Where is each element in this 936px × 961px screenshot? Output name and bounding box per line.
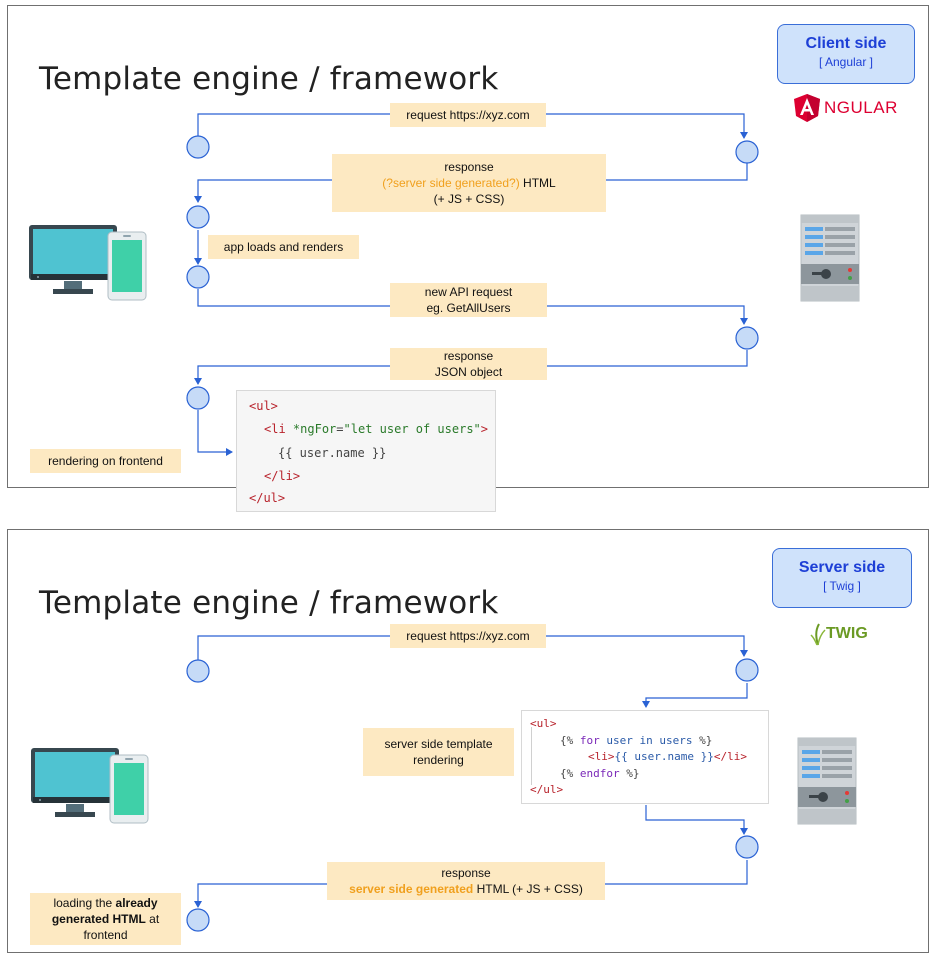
- api-example-text: eg. GetAllUsers: [426, 301, 511, 315]
- angular-code-snippet: <ul> <li *ngFor="let user of users"> {{ …: [236, 390, 496, 512]
- page-title: Template engine / framework: [39, 61, 499, 97]
- app-loads-text: app loads and renders: [223, 240, 344, 254]
- smartphone-icon: [109, 754, 149, 824]
- loading-line-3: frontend: [83, 928, 128, 942]
- ssr-text: server side template: [384, 737, 493, 751]
- request-label: request https://xyz.com: [390, 103, 546, 127]
- response-html-label: response (?server side generated?) HTML …: [332, 154, 606, 212]
- flow-node: [186, 135, 210, 159]
- code-indent-guide: [531, 727, 532, 785]
- code-line: <ul>: [530, 717, 557, 730]
- code-line: <li>{{ user.name }}</li>: [588, 750, 747, 763]
- computer-monitor-icon: [29, 225, 117, 294]
- server-generated-question: (?server side generated?): [382, 176, 520, 190]
- json-response-label: response JSON object: [390, 348, 547, 380]
- page-title-bottom: Template engine / framework: [39, 585, 499, 621]
- response-label-text: response: [441, 866, 491, 880]
- code-line: </li>: [264, 469, 301, 483]
- rendering-label: rendering on frontend: [30, 449, 181, 473]
- flow-node: [735, 140, 759, 164]
- response-html-line: (?server side generated?) HTML: [382, 175, 555, 191]
- ssr-text-2: rendering: [413, 753, 464, 767]
- html-text: HTML: [523, 176, 556, 190]
- flow-node: [186, 265, 210, 289]
- angular-logo-text: NGULAR: [824, 98, 898, 117]
- flow-node: [186, 386, 210, 410]
- server-side-box: Server side [ Twig ]: [772, 548, 912, 608]
- client-side-box: Client side [ Angular ]: [777, 24, 915, 84]
- flow-node: [186, 205, 210, 229]
- code-line: {% endfor %}: [560, 767, 640, 780]
- code-line: <li *ngFor="let user of users">: [264, 422, 489, 436]
- twig-logo-text: TWIG: [826, 625, 868, 642]
- api-request-label: new API request eg. GetAllUsers: [390, 283, 547, 317]
- computer-monitor-icon: [31, 748, 119, 817]
- code-line: {% for user in users %}: [560, 734, 713, 747]
- request-label-text: request https://xyz.com: [406, 629, 530, 643]
- rendering-arrow: [197, 410, 233, 456]
- bottom-request-label: request https://xyz.com: [390, 624, 546, 648]
- response-label-text: response: [444, 160, 494, 174]
- code-line: </ul>: [530, 783, 564, 796]
- twig-code-snippet: <ul> {% for user in users %} <li>{{ user…: [521, 710, 769, 804]
- html-js-css-text: HTML (+ JS + CSS): [476, 882, 583, 896]
- app-loads-label: app loads and renders: [208, 235, 359, 259]
- client-side-title: Client side: [805, 35, 887, 52]
- client-devices: [29, 225, 147, 301]
- json-response-text: response: [443, 349, 494, 363]
- rendering-text: rendering on frontend: [48, 454, 163, 468]
- code-line: {{ user.name }}: [278, 446, 387, 460]
- json-object-text: JSON object: [434, 365, 503, 379]
- server-side-subtitle: [ Twig ]: [823, 579, 861, 593]
- server-side-title: Server side: [798, 559, 886, 576]
- server-icon: [800, 214, 860, 302]
- server-generated-text: server side generated: [349, 882, 474, 896]
- bottom-response-label: response server side generated HTML (+ J…: [327, 862, 605, 900]
- code-line: <ul>: [249, 399, 278, 413]
- loading-label: loading the already generated HTML at fr…: [30, 893, 181, 945]
- twig-logo: TWIG: [810, 622, 890, 646]
- loading-line-2: generated HTML at: [51, 912, 160, 926]
- client-devices-bottom: [31, 748, 149, 824]
- smartphone-icon: [107, 231, 147, 301]
- angular-shield-icon: [794, 94, 820, 122]
- loading-line-1: loading the already: [53, 896, 158, 910]
- js-css-text: (+ JS + CSS): [433, 192, 505, 206]
- twig-leaf-icon: [810, 623, 826, 646]
- server-icon: [797, 737, 857, 825]
- ssr-label: server side template rendering: [363, 728, 514, 776]
- code-line: </ul>: [249, 491, 286, 505]
- client-side-subtitle: [ Angular ]: [818, 55, 874, 69]
- api-request-text: new API request: [424, 285, 513, 299]
- response-line: server side generated HTML (+ JS + CSS): [349, 881, 583, 897]
- angular-logo: NGULAR: [792, 93, 912, 123]
- flow-node: [735, 326, 759, 350]
- request-label-text: request https://xyz.com: [406, 108, 530, 122]
